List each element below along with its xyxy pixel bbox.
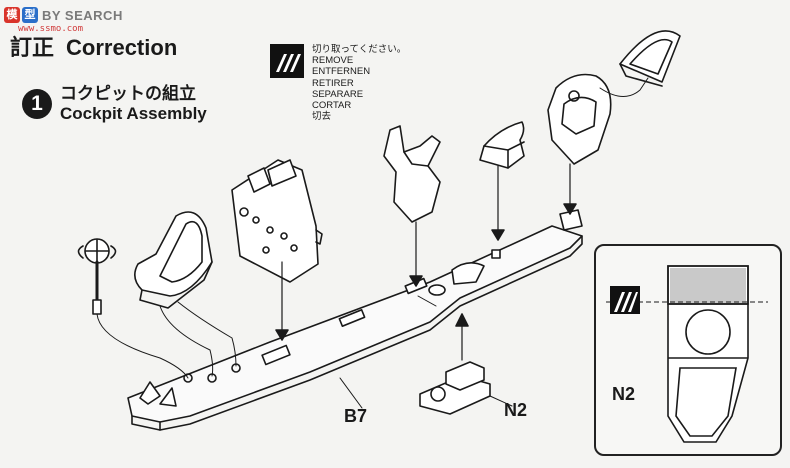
step-title-english: Cockpit Assembly xyxy=(60,104,207,123)
title-japanese: 訂正 xyxy=(10,35,55,60)
title-english: Correction xyxy=(66,35,178,60)
floor-part-label: B7 xyxy=(344,406,368,426)
rudder-pedal-part xyxy=(479,121,525,241)
gunsight-glass-part xyxy=(619,30,681,87)
remove-notice-line: RETIRER xyxy=(312,77,354,89)
watermark-url: www.ssmo.com xyxy=(18,24,84,34)
remove-notice-line: ENTFERNEN xyxy=(312,66,371,78)
gunsight-frame-part xyxy=(547,73,649,215)
remove-notice-line: 切去 xyxy=(312,111,332,123)
detail-part-label: N2 xyxy=(612,384,636,404)
pilot-seat-part xyxy=(134,211,237,377)
detail-callout-box xyxy=(594,244,782,456)
remove-parts-icon xyxy=(270,44,304,78)
step-titles: コクピットの組立 Cockpit Assembly xyxy=(60,84,207,124)
cockpit-floor-b7 xyxy=(127,209,583,431)
remove-notice-line: REMOVE xyxy=(312,55,354,67)
page-title: 訂正 Correction xyxy=(10,30,177,62)
remove-notice-list: 切り取ってください。 REMOVE ENTFERNEN RETIRER SEPA… xyxy=(312,44,406,122)
bracket-part-label: N2 xyxy=(504,400,528,420)
remove-notice-line: CORTAR xyxy=(312,100,352,112)
watermark-logo-char: 模 xyxy=(4,7,20,23)
watermark: 模 型 BY SEARCH xyxy=(4,4,123,26)
throttle-column-part xyxy=(383,125,441,287)
bracket-n2-part xyxy=(419,313,491,415)
remove-notice-line: 切り取ってください。 xyxy=(312,44,407,55)
remove-notice: 切り取ってください。 REMOVE ENTFERNEN RETIRER SEPA… xyxy=(270,44,406,122)
n2-detail-drawing xyxy=(606,265,768,443)
instrument-panel-part xyxy=(231,159,323,341)
watermark-logo-char: 型 xyxy=(22,7,38,23)
watermark-text: BY SEARCH xyxy=(42,7,123,23)
watermark-logo: 模 型 xyxy=(4,7,38,23)
control-stick-part xyxy=(77,238,189,379)
remove-notice-line: SEPARARE xyxy=(312,88,364,100)
step-title-japanese: コクピットの組立 xyxy=(60,84,196,103)
step-heading: 1 コクピットの組立 Cockpit Assembly xyxy=(22,84,207,124)
step-number-badge: 1 xyxy=(22,89,52,119)
